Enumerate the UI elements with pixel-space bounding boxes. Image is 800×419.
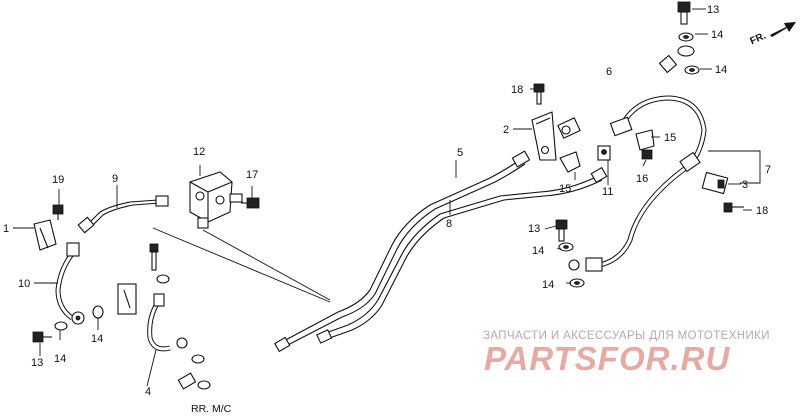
brake-hose-10	[55, 242, 85, 325]
front-arrow-icon	[770, 22, 796, 37]
callout-6: 6	[606, 66, 612, 78]
callout-9: 9	[112, 173, 118, 185]
callout-17: 17	[246, 169, 258, 181]
brake-pipe-bundle	[274, 150, 608, 353]
bracket-1	[33, 219, 57, 251]
callout-14-top-b: 14	[715, 64, 727, 76]
proportioning-valve-12	[189, 171, 243, 229]
bolt-17	[241, 197, 260, 209]
washer-14-middle-a	[558, 242, 574, 252]
bolt-13-middle	[555, 219, 568, 242]
callout-15-left: 15	[559, 183, 571, 195]
callout-labels: 1 2 3 4 5 6 7 8 9 10 11 12 13 13 13 14 1…	[3, 4, 771, 398]
clip-11	[597, 145, 611, 161]
brake-hose-4	[117, 243, 211, 390]
bolt-16	[641, 149, 653, 160]
brake-pipe-9	[77, 195, 169, 234]
callout-14-top-a: 14	[711, 29, 723, 41]
callout-4: 4	[145, 386, 151, 398]
callout-13-top: 13	[707, 4, 719, 16]
bolt-18-upper	[533, 83, 545, 105]
bracket-2	[531, 111, 557, 161]
bolt-13-top	[677, 1, 691, 25]
clip-15-right	[635, 129, 655, 151]
callout-2: 2	[503, 124, 509, 136]
callout-14-middle-a: 14	[532, 245, 544, 257]
callout-16: 16	[636, 173, 648, 185]
callout-13-middle: 13	[528, 223, 540, 235]
callout-11: 11	[602, 186, 613, 198]
callout-1: 1	[3, 223, 9, 235]
washer-14-left	[54, 321, 68, 331]
washer-14-top-a	[678, 32, 694, 42]
watermark-tagline: ЗАПЧАСТИ И АКСЕССУАРЫ ДЛЯ МОТОТЕХНИКИ	[483, 330, 770, 342]
washer-14-middle-b	[569, 278, 585, 288]
callout-19: 19	[52, 174, 64, 186]
callout-8: 8	[446, 218, 452, 230]
callout-14-left-a: 14	[54, 353, 66, 365]
bolt-13-left	[32, 331, 52, 343]
leader-lines	[13, 8, 761, 387]
bolt-18-right	[723, 202, 744, 213]
clip-15-left	[559, 151, 581, 173]
brake-hose-6	[557, 45, 695, 139]
callout-10: 10	[18, 278, 30, 290]
front-label: FR.	[749, 31, 768, 48]
front-direction-indicator: FR.	[749, 22, 796, 47]
callout-15-right: 15	[664, 132, 676, 144]
callout-13-left: 13	[31, 357, 43, 369]
washer-14-left-b	[92, 305, 104, 319]
callout-3: 3	[742, 179, 748, 191]
brake-hose-7	[568, 95, 707, 272]
callout-7: 7	[765, 164, 771, 176]
callout-14-left-b: 14	[91, 333, 103, 345]
washer-14-top-b	[684, 65, 700, 75]
callout-12: 12	[193, 146, 205, 158]
bolt-19	[52, 204, 64, 220]
callout-14-middle-b: 14	[542, 279, 554, 291]
callout-5: 5	[457, 147, 463, 159]
callout-18-right: 18	[756, 205, 768, 217]
callout-18-upper: 18	[511, 84, 523, 96]
diagram-caption: RR. M/C	[191, 403, 232, 415]
watermark-brand: PARTSFOR.RU	[484, 340, 730, 377]
clip-3	[701, 171, 729, 195]
watermark: ЗАПЧАСТИ И АКСЕССУАРЫ ДЛЯ МОТОТЕХНИКИ PA…	[483, 330, 770, 377]
